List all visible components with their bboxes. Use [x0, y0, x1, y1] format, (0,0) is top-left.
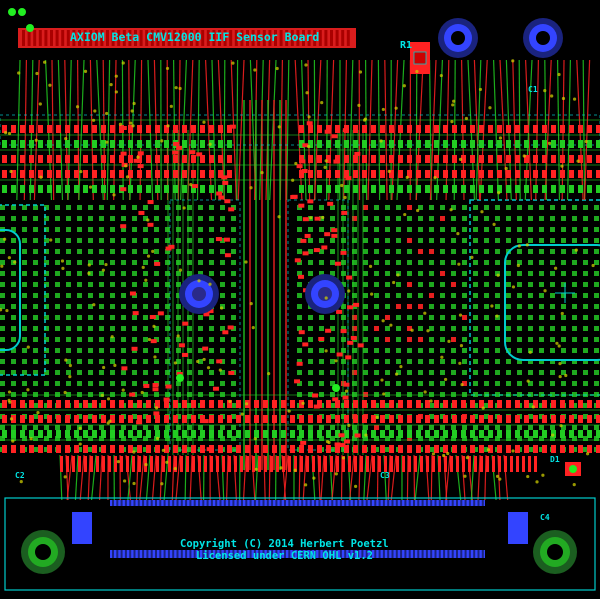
license-silkscreen: Licensed under CERN OHL v1.2	[196, 550, 373, 562]
refdes-d1: D1	[550, 455, 560, 464]
led-d1[interactable]	[565, 462, 581, 476]
refdes-c2: C2	[15, 471, 25, 480]
top-header-connector[interactable]	[18, 28, 356, 48]
sensor-pad-grid	[0, 205, 599, 452]
resistor-r1[interactable]	[410, 42, 430, 74]
mounting-hole-bottom-right[interactable]	[533, 530, 577, 574]
board-title-silkscreen: AXIOM Beta CMV12000 IIF Sensor Board	[70, 30, 319, 44]
mounting-hole-bottom-left[interactable]	[21, 530, 65, 574]
mounting-hole-center-right[interactable]	[305, 274, 345, 314]
vias	[0, 8, 595, 488]
refdes-c3: C3	[380, 471, 390, 480]
smd-pad-rows	[2, 121, 600, 453]
bottom-edge-connector[interactable]	[4, 456, 596, 591]
mounting-hole-top-right-2[interactable]	[523, 18, 563, 58]
left-package-outline	[0, 204, 46, 376]
mounting-hole-top-right-1[interactable]	[438, 18, 478, 58]
refdes-c1: C1	[528, 85, 538, 94]
copyright-silkscreen: Copyright (C) 2014 Herbert Poetzl	[180, 538, 389, 550]
refdes-c4: C4	[540, 513, 550, 522]
refdes-r1: R1	[400, 40, 412, 51]
